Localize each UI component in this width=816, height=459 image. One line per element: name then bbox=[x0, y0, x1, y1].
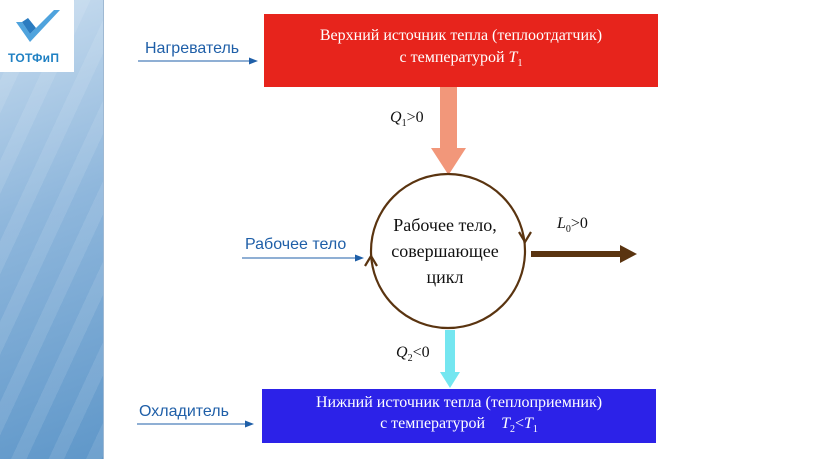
cycle-circle bbox=[369, 172, 527, 330]
cycle-direction-right-icon bbox=[518, 231, 532, 245]
t1-subscript: 1 bbox=[517, 58, 523, 70]
cycle-text-line3: цикл bbox=[426, 267, 464, 287]
q1-symbol: Q bbox=[390, 109, 402, 126]
working-body-cycle-text: Рабочее тело, совершающее цикл bbox=[372, 212, 518, 290]
cycle-text-line1: Рабочее тело, bbox=[393, 215, 497, 235]
work-label: L0>0 bbox=[557, 215, 588, 235]
heat-in-arrow-shaft bbox=[440, 87, 457, 150]
working-body-pointer-head bbox=[355, 254, 364, 262]
heater-pointer-head bbox=[249, 57, 258, 65]
upper-heat-source-box: Верхний источник тепла (теплоотдатчик) с… bbox=[264, 14, 658, 87]
lower-source-line2: с температурой T2<T1 bbox=[262, 413, 656, 440]
heat-out-arrow-head bbox=[440, 372, 460, 388]
working-body-label: Рабочее тело bbox=[245, 236, 347, 253]
upper-source-line1: Верхний источник тепла (теплоотдатчик) bbox=[319, 27, 603, 45]
t1-subscript-lower: 1 bbox=[532, 424, 538, 436]
q2-relation: <0 bbox=[412, 344, 430, 361]
heat-out-arrow-shaft bbox=[445, 330, 455, 374]
l0-symbol: L bbox=[557, 215, 566, 232]
q1-subscript: 1 bbox=[401, 118, 407, 130]
cooler-pointer-head bbox=[245, 420, 254, 428]
lower-source-prefix: с температурой bbox=[380, 414, 490, 432]
work-arrow-shaft bbox=[531, 251, 621, 257]
upper-source-line2: с температурой T1 bbox=[264, 47, 658, 75]
lower-heat-source-box: Нижний источник тепла (теплоприемник) с … bbox=[262, 389, 656, 443]
heater-label: Нагреватель bbox=[145, 40, 240, 57]
l0-relation: >0 bbox=[570, 215, 588, 232]
lower-source-line1: Нижний источник тепла (теплоприемник) bbox=[315, 393, 603, 411]
q1-label: Q1>0 bbox=[390, 109, 424, 129]
logo-text: ТОТФиП bbox=[8, 51, 60, 65]
q2-subscript: 2 bbox=[407, 353, 413, 365]
upper-source-prefix: с температурой bbox=[399, 49, 509, 67]
work-arrow-head bbox=[620, 245, 637, 263]
sidebar-decoration: ТОТФиП bbox=[0, 0, 103, 459]
cycle-direction-left-icon bbox=[364, 253, 378, 267]
t1-symbol-lower: T bbox=[524, 414, 533, 432]
cooler-label: Охладитель bbox=[139, 403, 229, 420]
cycle-text-line2: совершающее bbox=[391, 241, 499, 261]
q2-label: Q2<0 bbox=[396, 344, 430, 364]
q2-symbol: Q bbox=[396, 344, 408, 361]
t2-symbol: T bbox=[501, 414, 510, 432]
t1-symbol: T bbox=[508, 49, 518, 67]
q1-relation: >0 bbox=[406, 109, 424, 126]
logo: ТОТФиП bbox=[0, 0, 74, 72]
t2-t1-relation: < bbox=[514, 414, 525, 432]
content-panel bbox=[103, 0, 816, 459]
sidebar-stripes bbox=[0, 0, 103, 459]
heat-in-arrow-head bbox=[431, 148, 466, 175]
t2-subscript: 2 bbox=[509, 424, 515, 436]
l0-subscript: 0 bbox=[565, 224, 571, 236]
checkmark-logo-icon bbox=[16, 10, 60, 42]
